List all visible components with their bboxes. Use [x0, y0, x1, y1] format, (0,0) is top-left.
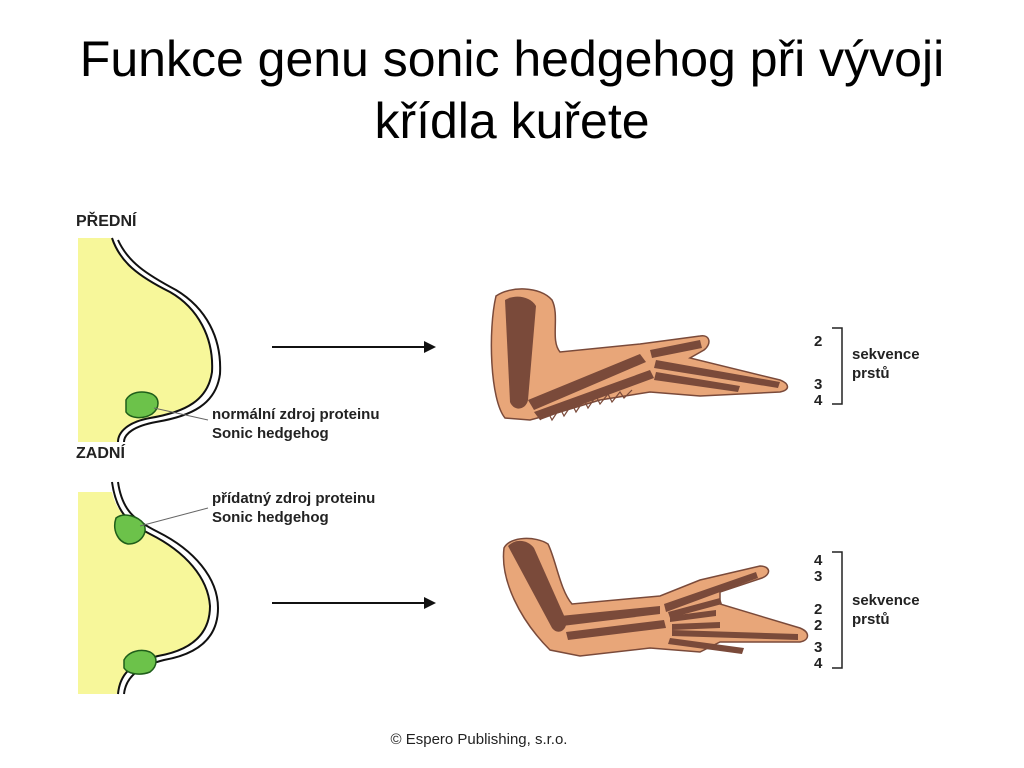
- wing-normal-digit-4: [654, 372, 740, 392]
- wing-normal-digit-2: [650, 340, 702, 358]
- label-posterior: ZADNÍ: [76, 443, 125, 462]
- wing-dup-digit-2b: [672, 622, 720, 630]
- top-digit-3: 4: [814, 392, 823, 409]
- wing-dup-skin: [502, 537, 809, 657]
- extra-source-line-1: přídatný zdroj proteinu: [212, 490, 375, 507]
- wing-dup-digit-3b: [672, 630, 798, 640]
- digit-bracket-top: [832, 327, 843, 405]
- title-line-1: Funkce genu sonic hedgehog při vývoji: [79, 31, 945, 87]
- bottom-digit-2: 3: [814, 568, 822, 585]
- wing-dup-digit-4a: [664, 572, 758, 612]
- limb-bud-grafted: [78, 481, 220, 695]
- normal-source-line-2: Sonic hedgehog: [212, 425, 329, 442]
- zpa-normal: [125, 391, 159, 419]
- limb-bud-normal: [78, 237, 222, 443]
- bud-ectoderm-outer-top: [111, 237, 214, 443]
- top-digit-label-line-1: sekvence: [852, 346, 920, 363]
- extra-source-line-2: Sonic hedgehog: [212, 509, 329, 526]
- bud-mesoderm-top: [78, 238, 213, 442]
- top-digit-1: 2: [814, 333, 822, 350]
- wing-dup-ulna: [566, 620, 666, 640]
- wing-dup-digit-3a: [668, 598, 722, 618]
- zpa-normal-bottom: [123, 649, 157, 675]
- slide-title: Funkce genu sonic hedgehog při vývoji kř…: [0, 28, 1024, 152]
- bottom-digit-3: 2: [814, 601, 822, 618]
- bottom-digit-1: 4: [814, 552, 823, 569]
- bottom-digit-label-line-2: prstů: [852, 611, 890, 628]
- wing-normal-ulna: [534, 370, 654, 420]
- top-digit-2: 3: [814, 376, 822, 393]
- wing-normal-feather-edge: [539, 389, 633, 422]
- wing-duplicated: [502, 537, 809, 657]
- bottom-digit-5: 3: [814, 639, 822, 656]
- wing-dup-digit-2a: [670, 610, 716, 622]
- wing-normal-humerus: [505, 296, 536, 409]
- bottom-digit-label-line-1: sekvence: [852, 592, 920, 609]
- zpa-extra: [114, 514, 146, 545]
- arrow-bottom: [272, 597, 436, 609]
- bottom-digit-6: 4: [814, 655, 823, 672]
- wing-dup-radius: [560, 606, 660, 626]
- zpa-normal-pointer: [153, 407, 209, 421]
- bud-mesoderm-bottom: [78, 492, 210, 694]
- top-digit-label-line-2: prstů: [852, 365, 890, 382]
- copyright-notice: © Espero Publishing, s.r.o.: [390, 731, 568, 748]
- wing-normal: [490, 288, 789, 422]
- wing-dup-digit-4b: [668, 638, 744, 654]
- wing-normal-radius: [528, 354, 646, 410]
- wing-normal-digit-3: [654, 360, 780, 388]
- normal-source-line-1: normální zdroj proteinu: [212, 406, 380, 423]
- zpa-extra-pointer: [139, 507, 209, 527]
- title-line-2: křídla kuřete: [374, 93, 650, 149]
- arrow-top: [272, 341, 436, 353]
- wing-dup-humerus: [508, 540, 567, 632]
- bud-ectoderm-inner-top: [117, 239, 222, 443]
- digit-bracket-bottom: [832, 551, 843, 669]
- label-anterior: PŘEDNÍ: [76, 211, 137, 230]
- bottom-digit-4: 2: [814, 617, 822, 634]
